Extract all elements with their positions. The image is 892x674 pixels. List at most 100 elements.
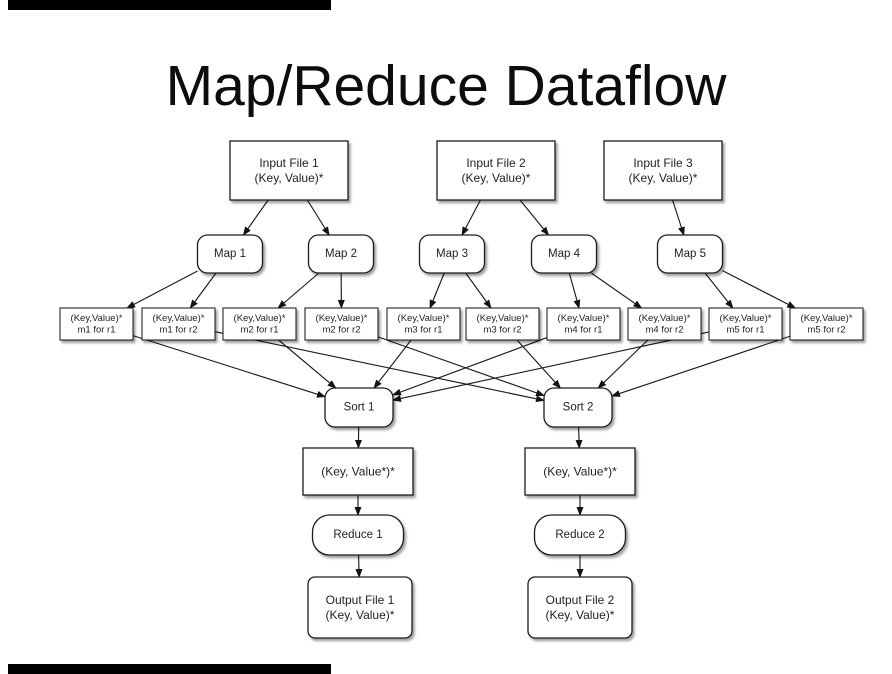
edge-map5-kv9 — [704, 272, 734, 309]
node-sort2-label: Sort 2 — [563, 402, 594, 414]
node-kv1: (Key,Value)*m1 for r1 — [59, 307, 134, 341]
node-if2-box — [436, 140, 556, 201]
node-if3: Input File 3(Key, Value)* — [603, 140, 723, 201]
node-if1-box — [229, 140, 349, 201]
node-kv6-box — [465, 307, 540, 341]
edge-kv4-sort2 — [377, 336, 545, 397]
edge-map2-kv3 — [277, 272, 320, 309]
node-sort1-label: Sort 1 — [344, 402, 375, 414]
node-red1: Reduce 1 — [311, 514, 405, 556]
node-map2: Map 2 — [307, 234, 375, 274]
node-map5: Map 5 — [656, 234, 724, 274]
node-kv4: (Key,Value)*m2 for r2 — [304, 307, 379, 341]
node-kvs1: (Key, Value*)* — [302, 447, 414, 496]
edge-if1-map1 — [242, 199, 269, 236]
node-out1-label: Output File 1(Key, Value)* — [326, 593, 395, 622]
node-red1-box — [311, 514, 405, 556]
node-out1: Output File 1(Key, Value)* — [307, 576, 413, 639]
node-map4-box — [530, 234, 598, 274]
node-map1: Map 1 — [196, 234, 264, 274]
node-map4-label: Map 4 — [548, 248, 581, 260]
node-kv3-label: (Key,Value)*m2 for r1 — [234, 313, 286, 336]
node-kv10-label: (Key,Value)*m5 for r2 — [801, 313, 853, 336]
node-out2-label: Output File 2(Key, Value)* — [546, 593, 615, 622]
node-red2-box — [533, 514, 627, 556]
edge-kv5-sort1 — [373, 339, 412, 389]
edge-sort2-kvs2 — [575, 426, 583, 449]
node-kv2: (Key,Value)*m1 for r2 — [141, 307, 216, 341]
node-kvs2-box — [524, 447, 636, 496]
edge-kv1-sort1 — [132, 335, 326, 398]
node-if1: Input File 1(Key, Value)* — [229, 140, 349, 201]
node-map4: Map 4 — [530, 234, 598, 274]
node-out1-box — [307, 576, 413, 639]
node-map3: Map 3 — [418, 234, 486, 274]
edge-kv3-sort1 — [278, 339, 337, 389]
edge-if1-map2 — [306, 199, 330, 236]
node-if3-box — [603, 140, 723, 201]
edge-kv10-sort2 — [611, 335, 791, 397]
node-kv10: (Key,Value)*m5 for r2 — [789, 307, 864, 341]
node-kv5-box — [386, 307, 461, 341]
node-map5-label: Map 5 — [674, 248, 706, 260]
node-map1-box — [196, 234, 264, 274]
node-sort1-box — [324, 387, 394, 428]
node-map2-box — [307, 234, 375, 274]
node-kv9-box — [708, 307, 783, 341]
edge-kv9-sort1 — [392, 331, 710, 402]
edge-map4-kv8 — [590, 272, 643, 309]
node-kv8: (Key,Value)*m4 for r2 — [627, 307, 702, 341]
node-kv9: (Key,Value)*m5 for r1 — [708, 307, 783, 341]
edge-map5-kv10 — [722, 270, 797, 309]
node-kv4-label: (Key,Value)*m2 for r2 — [316, 313, 368, 336]
edge-if2-map4 — [519, 199, 550, 236]
edge-map1-kv1 — [126, 270, 198, 309]
node-if2: Input File 2(Key, Value)* — [436, 140, 556, 201]
node-kv8-box — [627, 307, 702, 341]
node-kv3: (Key,Value)*m2 for r1 — [222, 307, 297, 341]
node-kv6-label: (Key,Value)*m3 for r2 — [477, 313, 529, 336]
node-kv2-box — [141, 307, 216, 341]
node-kv4-box — [304, 307, 379, 341]
page-title: Map/Reduce Dataflow — [165, 54, 727, 118]
edge-map3-kv6 — [465, 272, 492, 309]
edge-kv7-sort1 — [392, 337, 548, 396]
nodes-layer: Input File 1(Key, Value)* Input File 2(Ke… — [59, 140, 864, 639]
node-kv6: (Key,Value)*m3 for r2 — [465, 307, 540, 341]
node-kvs2-label: (Key, Value*)* — [543, 465, 617, 479]
edge-if3-map5 — [671, 199, 685, 236]
node-red2: Reduce 2 — [533, 514, 627, 556]
node-if3-label: Input File 3(Key, Value)* — [629, 156, 698, 185]
node-map3-box — [418, 234, 486, 274]
edges-layer — [126, 199, 797, 578]
node-if2-label: Input File 2(Key, Value)* — [462, 156, 531, 185]
node-map1-label: Map 1 — [214, 248, 246, 260]
node-sort2-box — [543, 387, 613, 428]
node-if1-label: Input File 1(Key, Value)* — [255, 156, 324, 185]
node-kv3-box — [222, 307, 297, 341]
node-sort2: Sort 2 — [543, 387, 613, 428]
node-red1-label: Reduce 1 — [333, 529, 382, 541]
node-kv7: (Key,Value)*m4 for r1 — [546, 307, 621, 341]
edge-if2-map3 — [461, 199, 481, 236]
node-kv10-box — [789, 307, 864, 341]
node-kvs1-box — [302, 447, 414, 496]
edge-red1-out1 — [355, 554, 363, 578]
node-kv1-label: (Key,Value)*m1 for r1 — [71, 313, 123, 336]
edge-map4-kv7 — [568, 272, 581, 309]
edge-map1-kv2 — [189, 272, 217, 309]
bottom-left-black-bar — [8, 664, 331, 674]
node-sort1: Sort 1 — [324, 387, 394, 428]
edge-kv2-sort2 — [214, 331, 545, 403]
top-left-black-bar — [8, 0, 331, 10]
node-map2-label: Map 2 — [325, 248, 357, 260]
node-kv5-label: (Key,Value)*m3 for r1 — [398, 313, 450, 336]
node-kv1-box — [59, 307, 134, 341]
edge-kv6-sort2 — [516, 339, 562, 389]
node-kvs2: (Key, Value*)* — [524, 447, 636, 496]
node-kvs1-label: (Key, Value*)* — [321, 465, 395, 479]
node-kv5: (Key,Value)*m3 for r1 — [386, 307, 461, 341]
node-kv8-label: (Key,Value)*m4 for r2 — [639, 313, 691, 336]
